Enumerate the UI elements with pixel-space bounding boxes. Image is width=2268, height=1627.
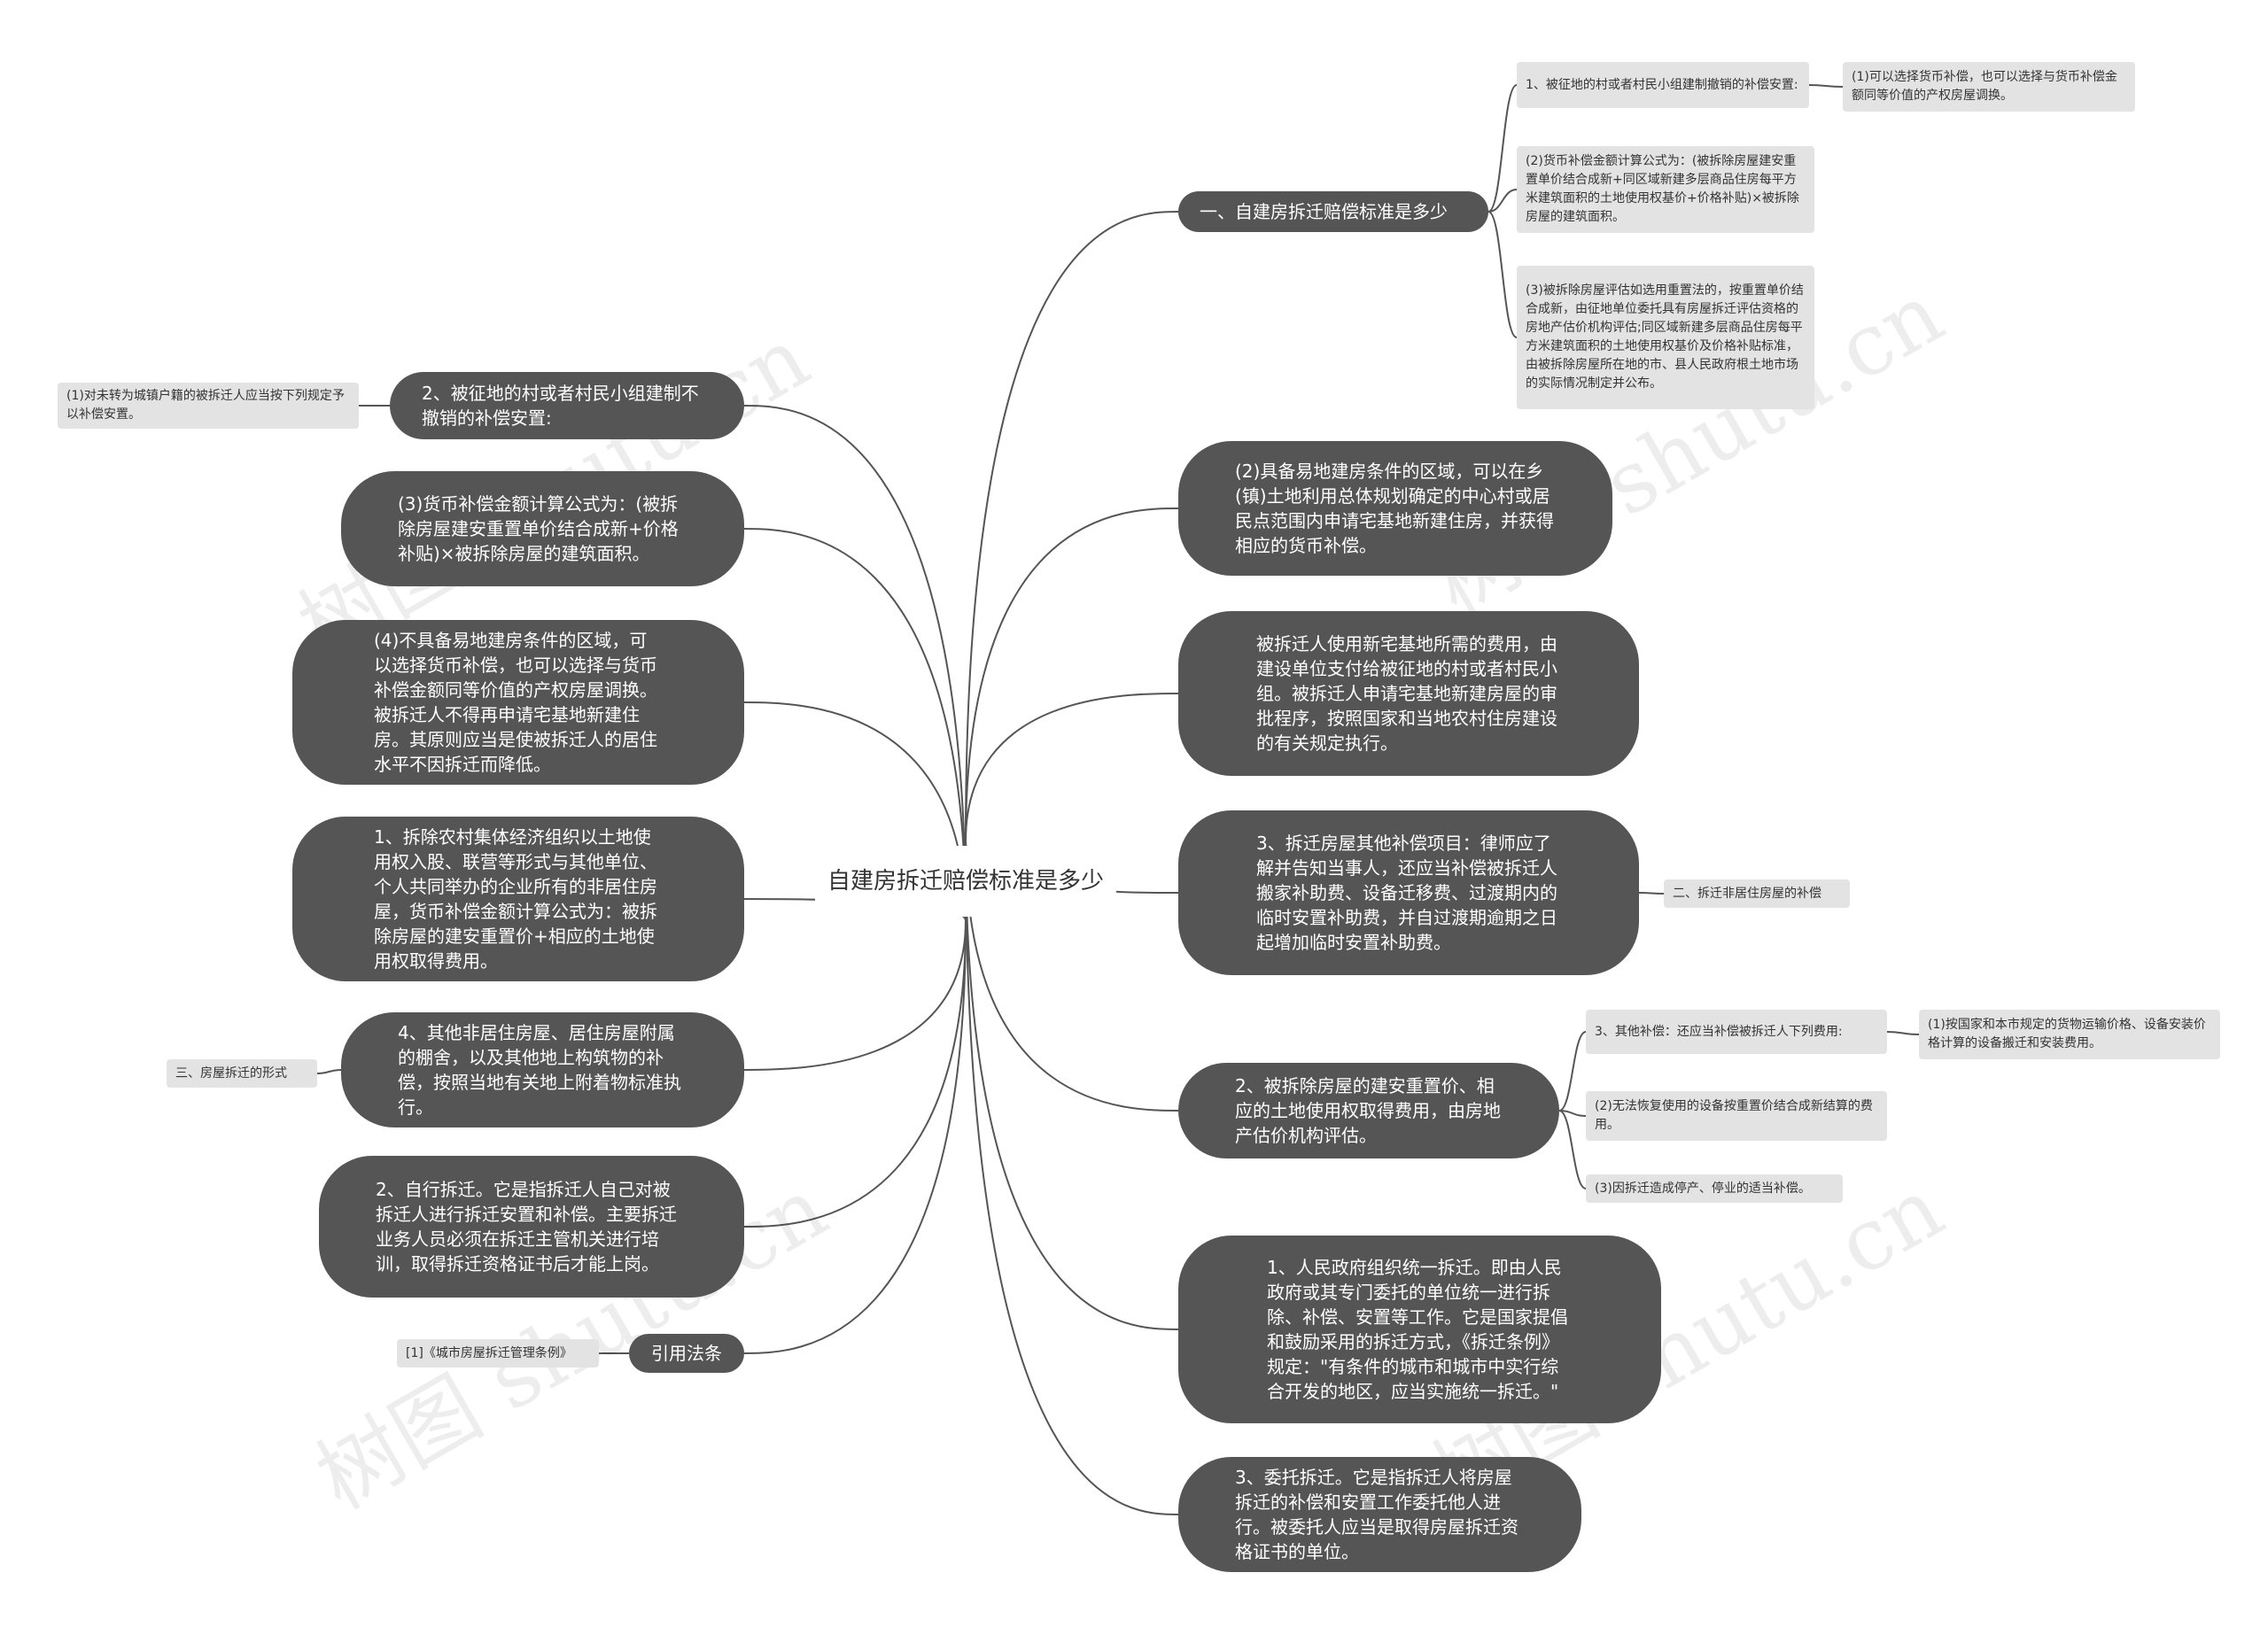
right-node-5-child-1[interactable]: 3、其他补偿：还应当补偿被拆迁人下列费用:	[1586, 1010, 1887, 1054]
right-node-5-child-3[interactable]: (3)因拆迁造成停产、停业的适当补偿。	[1586, 1174, 1843, 1203]
link-root-left-1	[743, 405, 967, 922]
link-root-right-7	[965, 841, 1179, 1515]
link-root-right-6	[965, 841, 1179, 1330]
link-standard-c1a	[1808, 84, 1844, 88]
link-left-n5-c1	[316, 1069, 342, 1074]
right-standard-child-3[interactable]: (3)被拆除房屋评估如选用重置法的，按重置单价结合成新，由征地单位委托具有房屋拆…	[1517, 266, 1814, 409]
link-standard-c3	[1487, 211, 1518, 338]
left-node-5-child[interactable]: 三、房屋拆迁的形式	[167, 1059, 317, 1088]
link-root-left-6	[743, 920, 967, 1228]
right-node-7[interactable]: 3、委托拆迁。它是指拆迁人将房屋拆迁的补偿和安置工作委托他人进行。被委托人应当是…	[1178, 1457, 1581, 1572]
right-standard-child-1[interactable]: 1、被征地的村或者村民小组建制撤销的补偿安置:	[1517, 62, 1809, 108]
link-standard-c1	[1487, 84, 1518, 213]
right-node-4-child[interactable]: 二、拆迁非居住房屋的补偿	[1664, 879, 1850, 908]
link-root-right-3	[965, 693, 1179, 842]
root-node[interactable]: 自建房拆迁赔偿标准是多少	[815, 846, 1116, 917]
link-standard-c2	[1487, 189, 1518, 213]
link-root-left-7	[743, 920, 967, 1354]
left-node-5[interactable]: 4、其他非居住房屋、居住房屋附属的棚舍，以及其他地上构筑物的补偿，按照当地有关地…	[341, 1012, 744, 1127]
right-node-standard[interactable]: 一、自建房拆迁赔偿标准是多少	[1178, 191, 1488, 232]
right-node-3[interactable]: 被拆迁人使用新宅基地所需的费用，由建设单位支付给被征地的村或者村民小组。被拆迁人…	[1178, 611, 1639, 776]
link-root-right-1	[965, 211, 1179, 842]
right-standard-child-1a[interactable]: (1)可以选择货币补偿，也可以选择与货币补偿金额同等价值的产权房屋调换。	[1843, 62, 2135, 112]
right-node-5-child-2[interactable]: (2)无法恢复使用的设备按重置价结合成新结算的费用。	[1586, 1091, 1887, 1141]
right-node-5[interactable]: 2、被拆除房屋的建安重置价、相应的土地使用权取得费用，由房地产估价机构评估。	[1178, 1063, 1559, 1158]
left-node-1[interactable]: 2、被征地的村或者村民小组建制不撤销的补偿安置:	[390, 372, 744, 439]
right-node-5-child-1a[interactable]: (1)按国家和本市规定的货物运输价格、设备安装价格计算的设备搬迁和安装费用。	[1919, 1010, 2220, 1059]
right-node-6[interactable]: 1、人民政府组织统一拆迁。即由人民政府或其专门委托的单位统一进行拆除、补偿、安置…	[1178, 1236, 1661, 1423]
link-root-right-2	[965, 507, 1179, 842]
right-node-4[interactable]: 3、拆迁房屋其他补偿项目：律师应了解并告知当事人，还应当补偿被拆迁人搬家补助费、…	[1178, 810, 1639, 975]
link-n4-c1	[1638, 892, 1665, 895]
left-node-cited-law[interactable]: 引用法条	[629, 1334, 744, 1373]
link-n5-c2	[1558, 1110, 1587, 1117]
right-node-2[interactable]: (2)具备易地建房条件的区域，可以在乡(镇)土地利用总体规划确定的中心村或居民点…	[1178, 441, 1612, 576]
link-n5-c3	[1558, 1110, 1587, 1189]
right-standard-child-2[interactable]: (2)货币补偿金额计算公式为：(被拆除房屋建安重置单价结合成新+同区域新建多层商…	[1517, 146, 1814, 233]
left-node-6[interactable]: 2、自行拆迁。它是指拆迁人自己对被拆迁人进行拆迁安置和补偿。主要拆迁业务人员必须…	[319, 1156, 744, 1298]
link-root-left-3	[743, 701, 967, 922]
left-node-3[interactable]: (4)不具备易地建房条件的区域，可以选择货币补偿，也可以选择与货币补偿金额同等价…	[292, 620, 744, 785]
link-root-right-5	[965, 841, 1179, 1112]
link-root-left-2	[743, 528, 967, 922]
link-root-left-5	[743, 920, 967, 1071]
left-node-4[interactable]: 1、拆除农村集体经济组织以土地使用权入股、联营等形式与其他单位、个人共同举办的企…	[292, 817, 744, 981]
left-node-1-child[interactable]: (1)对未转为城镇户籍的被拆迁人应当按下列规定予以补偿安置。	[58, 383, 359, 429]
link-n5-c1a	[1886, 1031, 1920, 1035]
left-node-cited-law-child[interactable]: [1]《城市房屋拆迁管理条例》	[397, 1339, 599, 1367]
left-node-2[interactable]: (3)货币补偿金额计算公式为：(被拆除房屋建安重置单价结合成新+价格补贴)×被拆…	[341, 471, 744, 586]
link-n5-c1	[1558, 1031, 1587, 1112]
